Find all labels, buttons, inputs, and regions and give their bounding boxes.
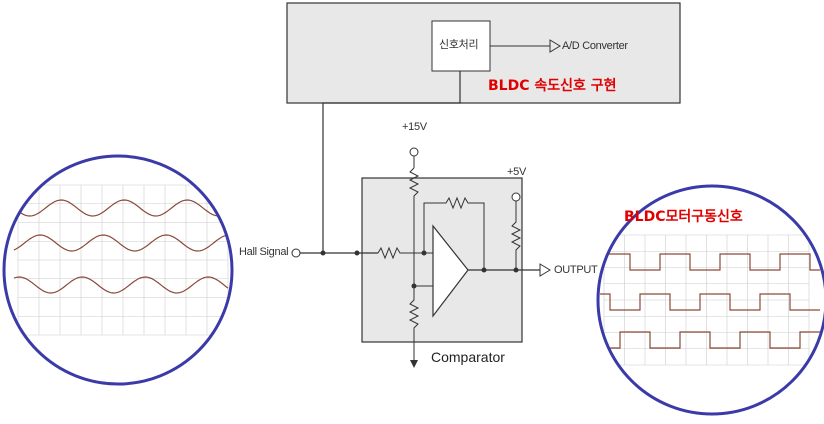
speed-signal-caption: BLDC 속도신호 구현	[488, 78, 617, 94]
signal-processor-label: 신호처리	[439, 39, 479, 51]
hall-to-processor-wire	[322, 71, 461, 253]
left-scope-border	[2, 154, 234, 386]
square-trace-2	[600, 293, 820, 311]
supply-5v-label: +5V	[507, 166, 526, 178]
pullup-resistor	[510, 201, 522, 270]
right-scope-border	[596, 184, 824, 416]
signal-processor-box	[431, 20, 491, 72]
square-trace-1	[600, 253, 820, 271]
ground-arrow-icon	[410, 360, 418, 368]
sine-trace-3	[13, 276, 229, 294]
divider-resistor-bottom	[408, 232, 420, 362]
square-trace-3	[600, 331, 820, 349]
junction-dot	[421, 250, 427, 256]
motor-drive-signal-title: BLDC모터구동신호	[624, 209, 743, 225]
output-arrow-icon	[539, 263, 551, 277]
adc-label: A/D Converter	[562, 40, 628, 52]
hall-input-terminal	[291, 248, 301, 258]
comparator-opamp	[432, 224, 469, 318]
output-label: OUTPUT	[554, 264, 598, 276]
divider-resistor-top	[408, 167, 420, 232]
input-resistor	[377, 246, 433, 260]
feedback-resistor	[423, 196, 485, 270]
right-scope-screen	[598, 186, 824, 414]
junction-dot	[354, 250, 360, 256]
left-scope-screen	[4, 156, 232, 384]
adc-arrow-icon	[549, 39, 561, 53]
sine-trace-1	[13, 199, 229, 217]
supply-15v-terminal	[409, 147, 419, 157]
junction-dot	[481, 267, 487, 273]
comparator-label: Comparator	[431, 349, 505, 365]
sine-trace-2	[13, 234, 229, 252]
junction-dot	[320, 250, 326, 256]
supply-15v-label: +15V	[402, 121, 427, 133]
supply-5v-terminal	[511, 192, 521, 202]
hall-signal-label: Hall Signal	[239, 246, 289, 258]
